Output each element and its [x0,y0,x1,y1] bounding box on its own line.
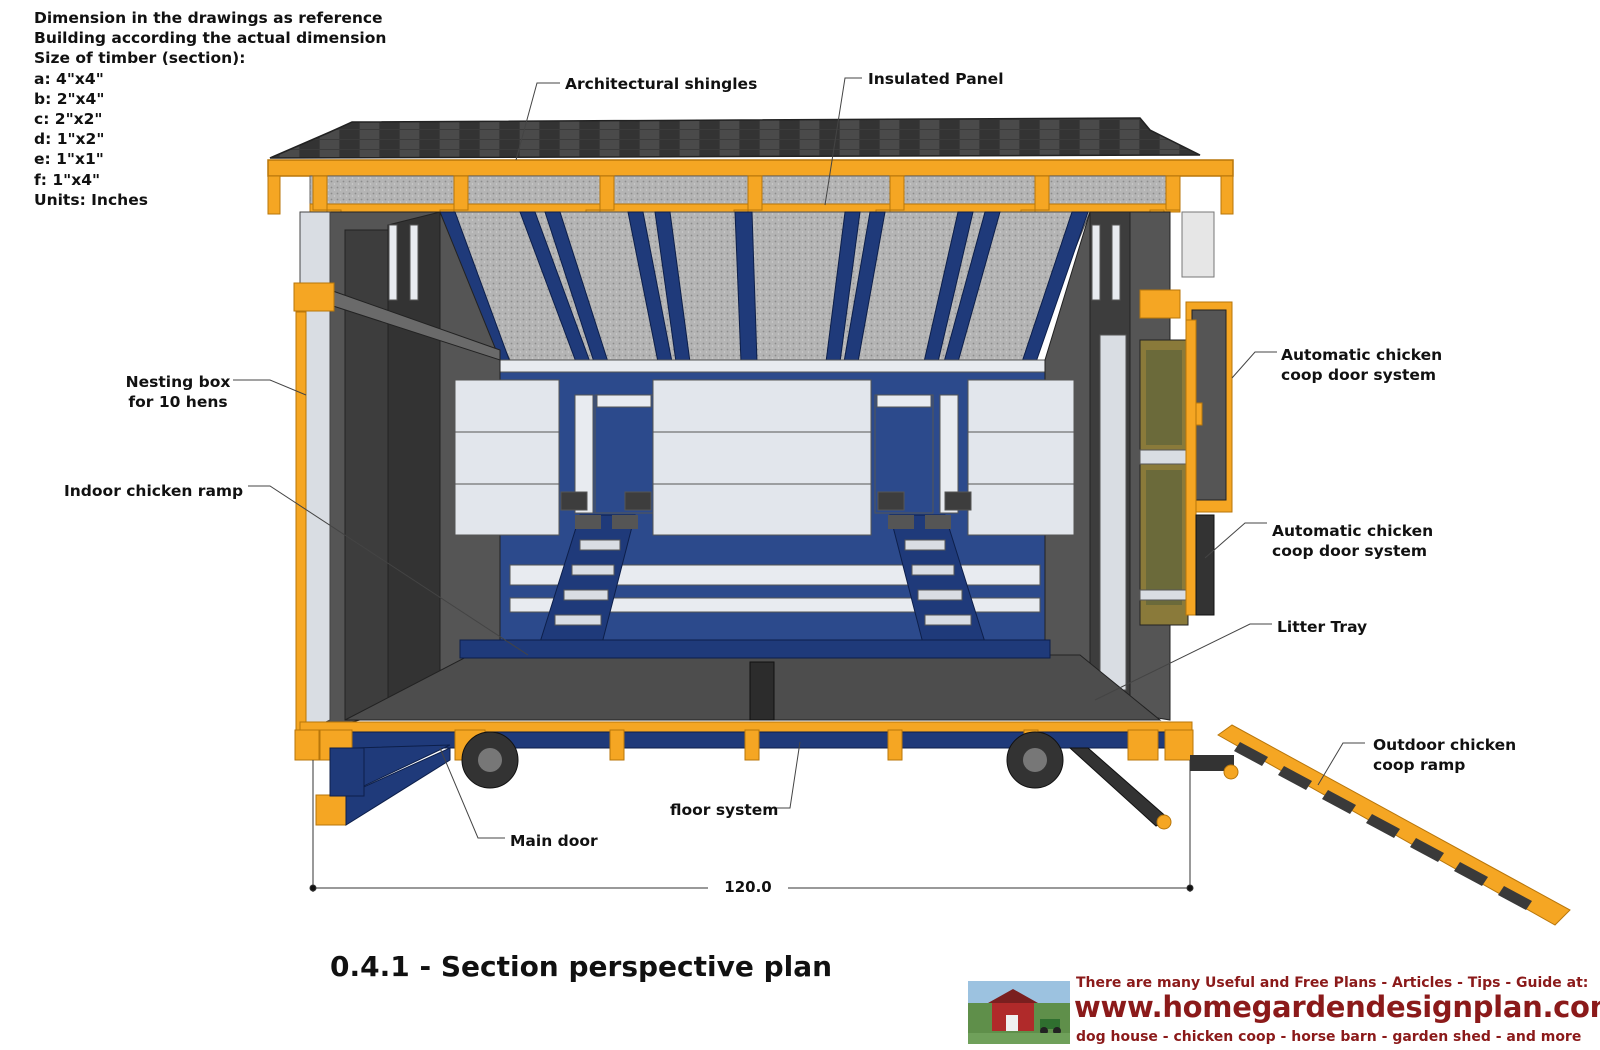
banner-line1: There are many Useful and Free Plans - A… [1076,975,1589,991]
note-line: Building according the actual dimension [34,29,387,48]
note-line: Units: Inches [34,190,148,209]
auto-door-lower [1139,319,1215,626]
right-side-wall [1044,211,1215,721]
label-insulated-panel: Insulated Panel [868,70,1004,88]
site-banner: There are many Useful and Free Plans - A… [968,975,1600,1050]
label-outdoor-ramp: Outdoor chicken coop ramp [1373,735,1516,775]
roof-shingles [269,117,1201,159]
dimension-width-value: 120.0 [708,878,788,896]
label-nesting-box-line1: Nesting box [125,373,231,391]
dimension-line [309,760,1194,892]
label-auto-door-1-line2: coop door system [1281,366,1437,384]
note-line: d: 1"x2" [34,130,105,149]
note-line: Dimension in the drawings as reference [34,9,383,27]
left-side-wall [293,211,501,736]
leader-lines [233,77,1365,839]
note-line: a: 4"x4" [34,69,104,88]
label-auto-door-2-line2: coop door system [1272,542,1428,560]
label-outdoor-ramp-line1: Outdoor chicken [1373,736,1517,754]
barn-photo-icon [968,981,1070,1044]
floor-system [294,721,1239,830]
note-line: c: 2"x2" [34,110,103,129]
nesting-boxes [454,379,1075,536]
label-auto-door-1: Automatic chicken coop door system [1281,345,1442,385]
label-auto-door-2-line1: Automatic chicken [1272,522,1434,540]
label-litter-tray: Litter Tray [1277,618,1368,636]
label-nesting-box-line2: for 10 hens [128,393,228,411]
timber-notes: Dimension in the drawings as reference B… [34,8,386,210]
note-line: b: 2"x4" [34,89,105,108]
note-line: f: 1"x4" [34,170,101,189]
banner-url[interactable]: www.homegardendesignplan.com [1074,990,1600,1024]
label-auto-door-2: Automatic chicken coop door system [1272,521,1433,561]
banner-line3: dog house - chicken coop - horse barn - … [1076,1029,1582,1045]
label-auto-door-1-line1: Automatic chicken [1281,346,1443,364]
label-indoor-ramp: Indoor chicken ramp [64,482,244,500]
note-line: Size of timber (section): [34,49,246,68]
label-outdoor-ramp-line2: coop ramp [1373,756,1466,774]
litter-tray-floor [344,639,1162,721]
label-nesting-box: Nesting box for 10 hens [118,372,238,412]
plan-title: 0.4.1 - Section perspective plan [330,950,833,983]
label-architectural-shingles: Architectural shingles [565,75,758,93]
outdoor-ramp [1217,724,1571,926]
label-main-door: Main door [510,832,598,850]
wheels [461,731,1064,789]
label-floor-system: floor system [670,801,779,819]
note-line: e: 1"x1" [34,150,104,169]
